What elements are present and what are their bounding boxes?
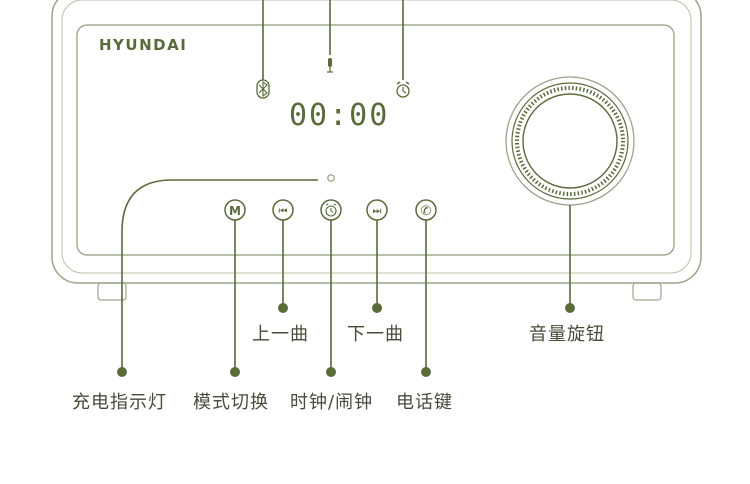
- front-panel: [76, 24, 675, 256]
- label-mode-switch: 模式切换: [193, 392, 269, 413]
- volume-dot: [565, 303, 575, 313]
- prev-glyph: ⏮: [279, 206, 288, 217]
- alarm-icon: [396, 81, 410, 98]
- mode-glyph: M: [229, 204, 241, 218]
- label-next-track: 下一曲: [347, 324, 404, 345]
- label-phone-key: 电话键: [396, 392, 453, 413]
- volume-knob[interactable]: [505, 76, 635, 206]
- label-volume-knob: 音量旋钮: [529, 324, 605, 345]
- phone-dot: [421, 367, 431, 377]
- clock-display: 00:00: [289, 98, 390, 133]
- next-track-button[interactable]: ⏭: [366, 199, 388, 221]
- right-foot: [632, 282, 662, 301]
- next-dot: [372, 303, 382, 313]
- phone-button[interactable]: ✆: [415, 199, 437, 221]
- next-glyph: ⏭: [373, 206, 382, 217]
- mode-dot: [230, 367, 240, 377]
- charge-leader: [121, 179, 318, 372]
- charge-dot: [117, 367, 127, 377]
- microphone-icon: [327, 58, 333, 73]
- phone-glyph: ✆: [421, 204, 432, 219]
- clock-alarm-button[interactable]: [320, 199, 342, 221]
- label-prev-track: 上一曲: [252, 324, 309, 345]
- charge-indicator-led: [327, 174, 335, 182]
- left-foot: [97, 282, 127, 301]
- label-clock-alarm: 时钟/闹钟: [290, 392, 374, 413]
- mode-button[interactable]: M: [224, 199, 246, 221]
- label-charge-indicator: 充电指示灯: [72, 392, 167, 413]
- brand-logo: HYUNDAI: [99, 36, 188, 54]
- prev-dot: [278, 303, 288, 313]
- previous-track-button[interactable]: ⏮: [272, 199, 294, 221]
- bluetooth-icon: [256, 79, 270, 99]
- clock-dot: [326, 367, 336, 377]
